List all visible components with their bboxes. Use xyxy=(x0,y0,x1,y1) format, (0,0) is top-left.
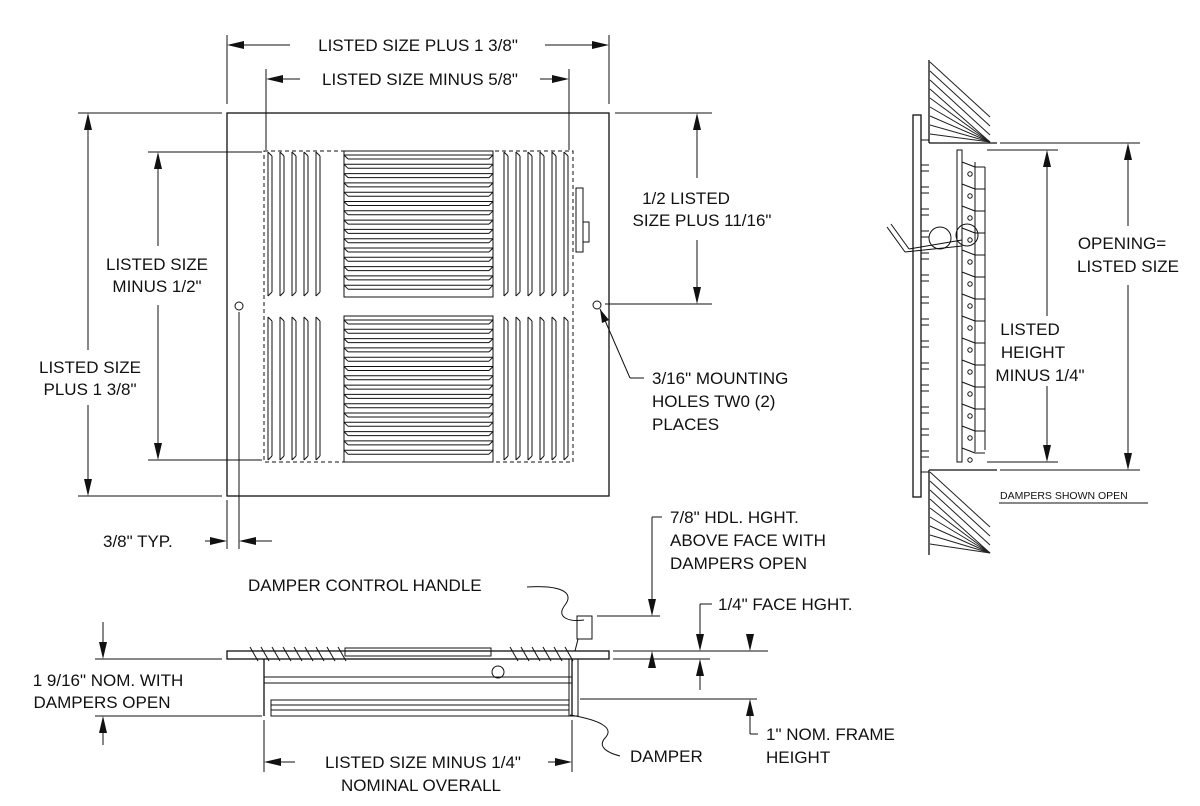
opening-outline xyxy=(263,150,574,463)
opening-label-1: OPENING= xyxy=(1078,234,1166,253)
control-handle-callout: DAMPER CONTROL HANDLE xyxy=(248,576,585,621)
dim-frame-height: 1" NOM. FRAME HEIGHT xyxy=(580,634,895,767)
bottom-handle xyxy=(576,615,593,640)
holes-label-1: 3/16" MOUNTING xyxy=(652,369,788,388)
bottom-damper xyxy=(270,699,570,717)
frame-height-label-2: HEIGHT xyxy=(766,748,830,767)
opening-label-2: LISTED SIZE xyxy=(1077,257,1179,276)
handle-height-label-1: 7/8" HDL. HGHT. xyxy=(670,508,799,527)
dim-half-size-label-1: 1/2 LISTED xyxy=(642,189,730,208)
mounting-hole-left xyxy=(234,301,244,311)
dim-overall: LISTED SIZE MINUS 1/4" NOMINAL OVERALL xyxy=(263,720,573,795)
dim-height-plus-label-1: LISTED SIZE xyxy=(39,358,141,377)
dim-height-minus-label-1: LISTED SIZE xyxy=(106,255,208,274)
dim-height-minus: LISTED SIZE MINUS 1/2" xyxy=(106,151,262,461)
listed-height-label-3: MINUS 1/4" xyxy=(995,366,1084,385)
side-view: OPENING= LISTED SIZE LISTED HEIGHT MINUS… xyxy=(886,60,1179,555)
bottom-face-plate xyxy=(226,650,610,660)
dim-typ: 3/8" TYP. xyxy=(103,312,272,551)
nominal-label-1: 1 9/16" NOM. WITH xyxy=(33,671,184,690)
damper-callout: DAMPER xyxy=(569,714,703,766)
dim-nominal: 1 9/16" NOM. WITH DAMPERS OPEN xyxy=(33,622,262,745)
dim-face-height: 1/4" FACE HGHT. xyxy=(613,595,853,690)
nominal-label-2: DAMPERS OPEN xyxy=(34,693,171,712)
side-face-plate xyxy=(912,114,922,498)
dim-height-plus-label-2: PLUS 1 3/8" xyxy=(44,380,137,399)
dim-half-size-label-2: SIZE PLUS 11/16" xyxy=(633,211,772,230)
face-height-label: 1/4" FACE HGHT. xyxy=(718,595,853,614)
holes-label-2: HOLES TW0 (2) xyxy=(652,392,775,411)
damper-lever xyxy=(575,187,590,253)
frame-height-label-1: 1" NOM. FRAME xyxy=(766,725,895,744)
dim-width-minus: LISTED SIZE MINUS 5/8" xyxy=(265,69,570,150)
mounting-hole-right xyxy=(592,300,602,310)
dim-handle-height: 7/8" HDL. HGHT. ABOVE FACE WITH DAMPERS … xyxy=(597,508,826,668)
control-handle-label: DAMPER CONTROL HANDLE xyxy=(248,576,482,595)
bottom-view: 1 9/16" NOM. WITH DAMPERS OPEN DAMPER CO… xyxy=(33,508,895,795)
dim-typ-label: 3/8" TYP. xyxy=(103,532,173,551)
wall-hatch xyxy=(929,61,991,554)
dim-height-plus: LISTED SIZE PLUS 1 3/8" xyxy=(39,112,222,497)
dim-half-size: 1/2 LISTED SIZE PLUS 11/16" xyxy=(605,112,772,305)
holes-callout: 3/16" MOUNTING HOLES TW0 (2) PLACES xyxy=(599,308,788,434)
dim-height-minus-label-2: MINUS 1/2" xyxy=(112,277,201,296)
dim-listed-height: LISTED HEIGHT MINUS 1/4" xyxy=(987,149,1085,463)
bottom-louver-ticks xyxy=(249,646,574,662)
listed-height-label-1: LISTED xyxy=(1000,320,1060,339)
handle-height-label-3: DAMPERS OPEN xyxy=(670,554,807,573)
holes-label-3: PLACES xyxy=(652,415,719,434)
handle-height-label-2: ABOVE FACE WITH xyxy=(670,531,826,550)
dampers-open-note: DAMPERS SHOWN OPEN xyxy=(1000,490,1128,502)
damper-label: DAMPER xyxy=(630,747,703,766)
front-view: LISTED SIZE PLUS 1 3/8" LISTED SIZE MINU… xyxy=(39,35,788,551)
side-damper-blades xyxy=(921,161,986,463)
louver-blades xyxy=(267,150,569,463)
dim-width-plus: LISTED SIZE PLUS 1 3/8" xyxy=(226,35,610,104)
listed-height-label-2: HEIGHT xyxy=(1001,343,1065,362)
overall-label-2: NOMINAL OVERALL xyxy=(341,776,501,795)
dim-opening: OPENING= LISTED SIZE xyxy=(1000,142,1179,471)
side-frame xyxy=(956,149,963,463)
side-handle xyxy=(886,223,979,253)
dim-width-minus-label: LISTED SIZE MINUS 5/8" xyxy=(322,70,518,89)
overall-label-1: LISTED SIZE MINUS 1/4" xyxy=(325,753,521,772)
dim-width-plus-label: LISTED SIZE PLUS 1 3/8" xyxy=(318,36,518,55)
